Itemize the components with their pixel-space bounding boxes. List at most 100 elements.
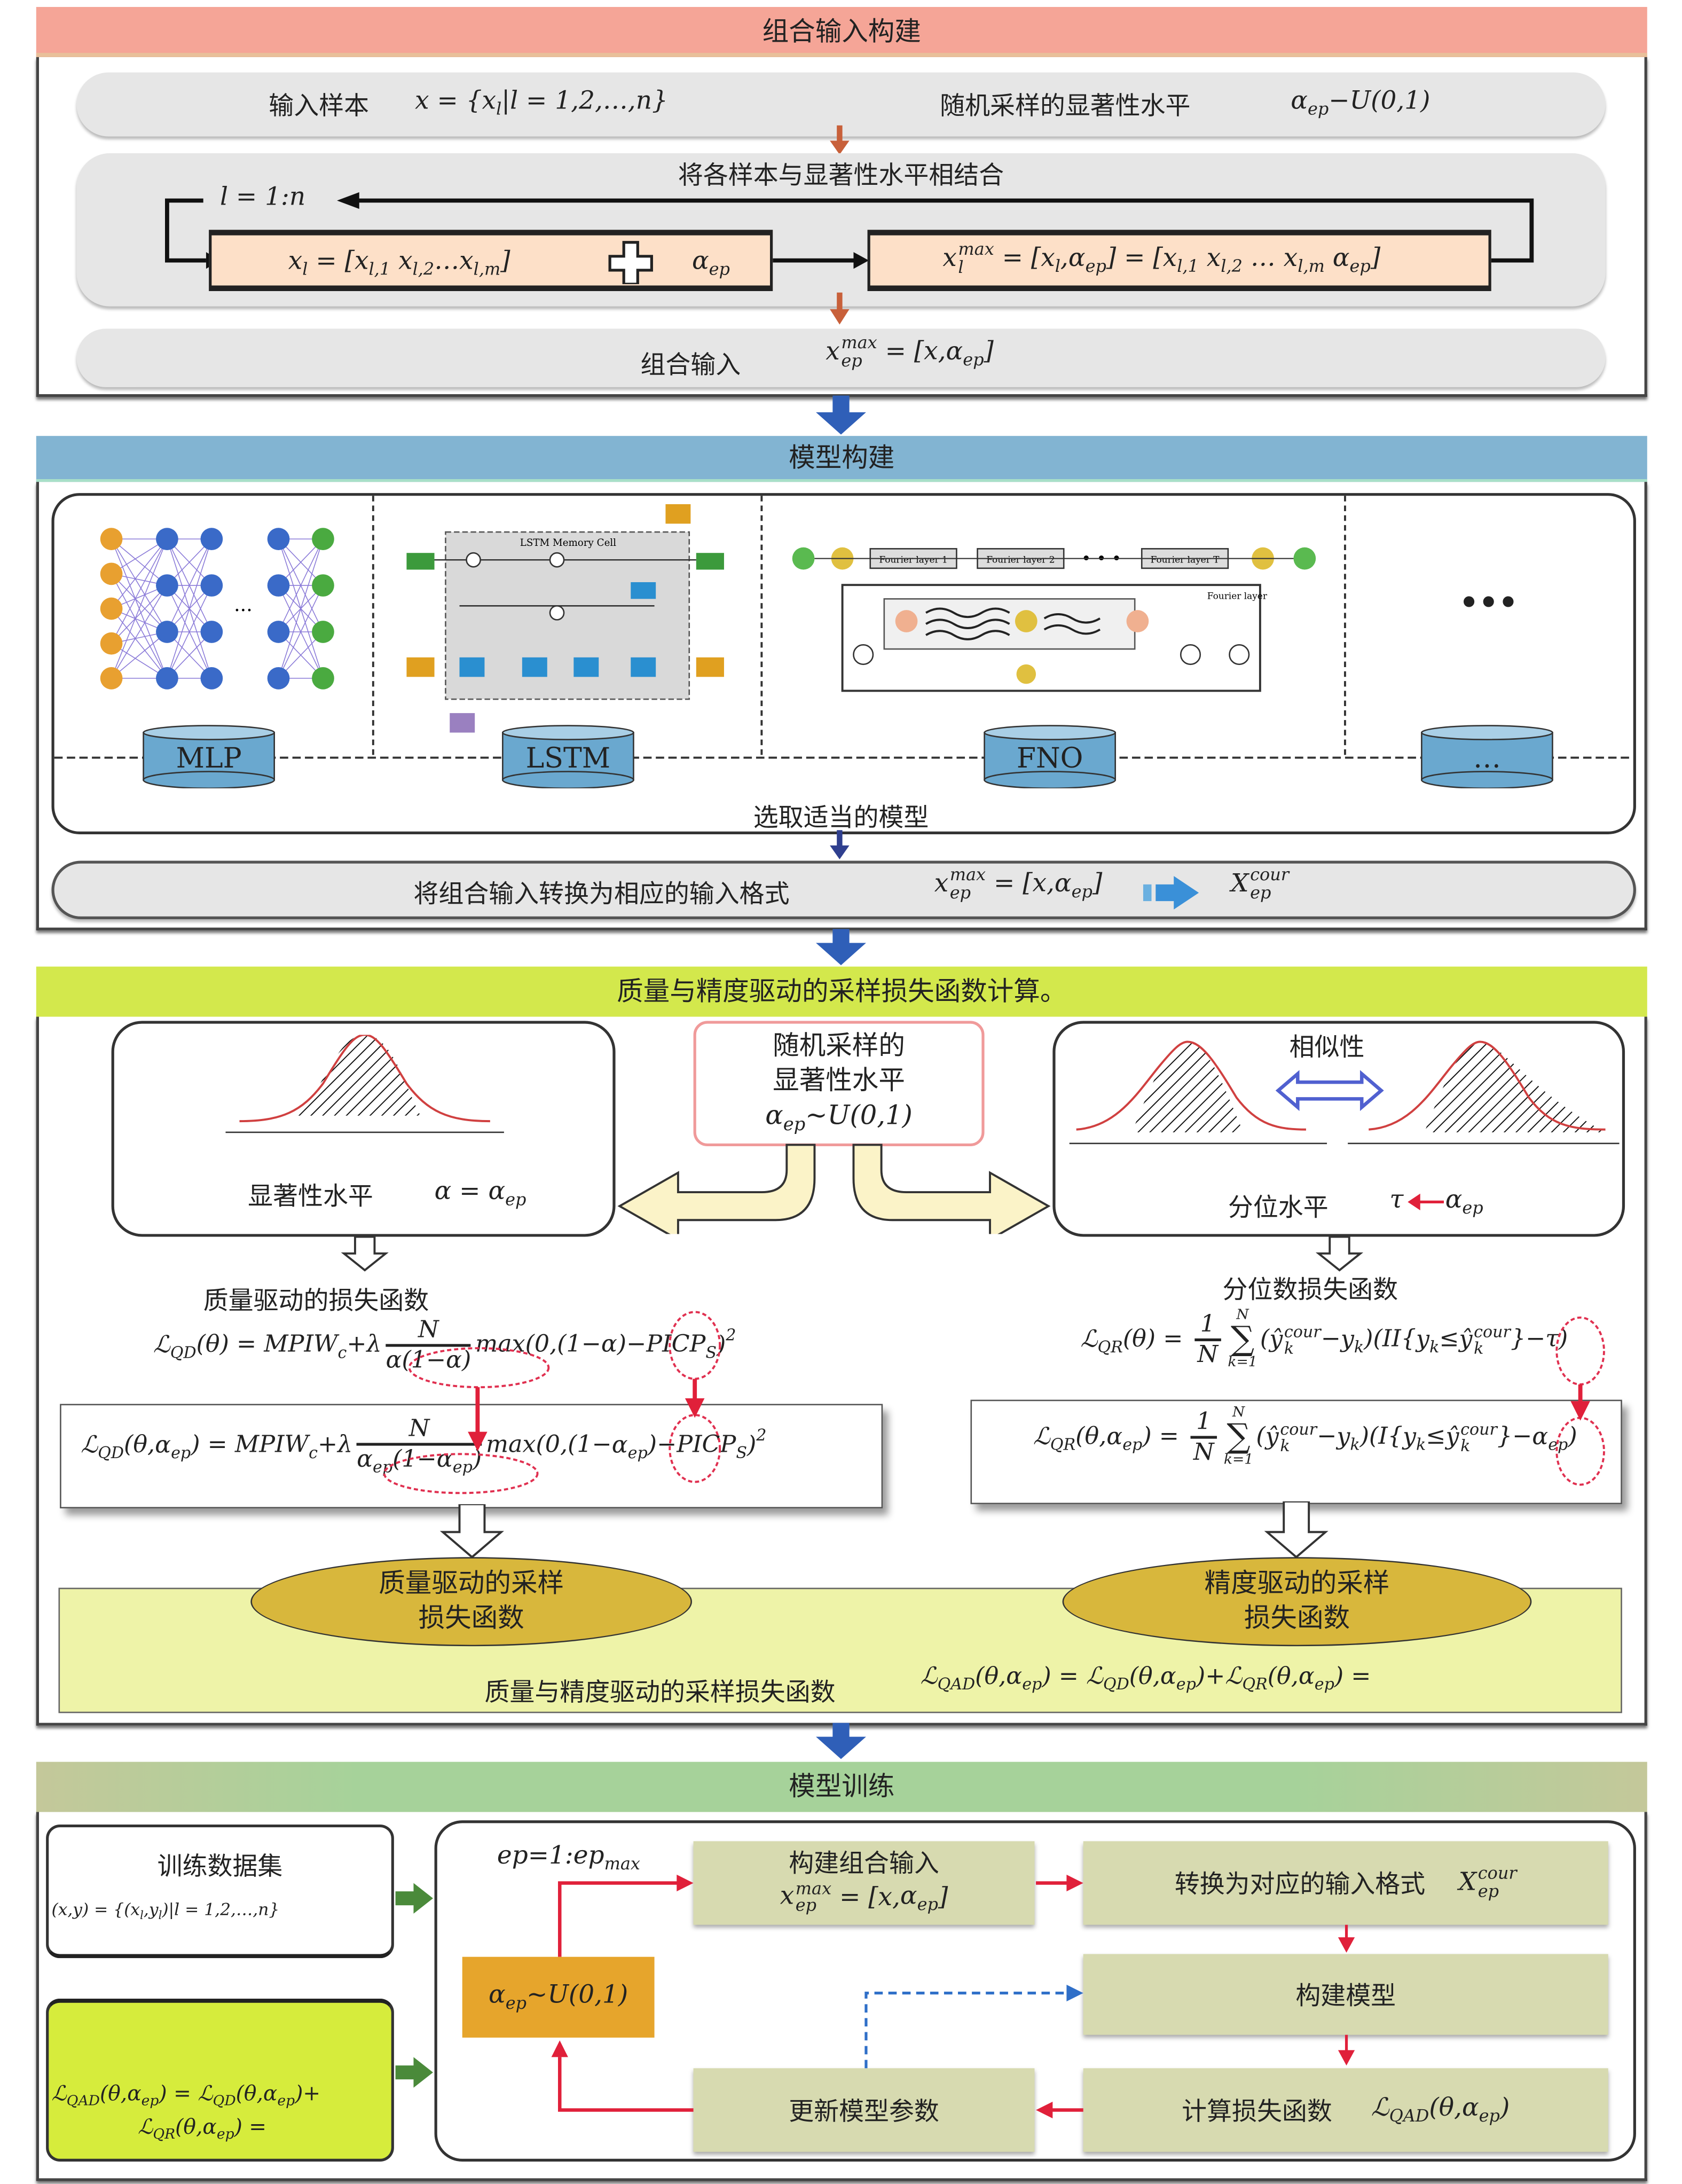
math-token: ep bbox=[141, 2094, 159, 2110]
math-token: αep bbox=[1332, 243, 1371, 276]
math-token: ] = [ bbox=[1106, 243, 1163, 273]
hollow-down-arrow-icon bbox=[440, 1504, 504, 1559]
combined-loss-label: 质量与精度驱动的采样损失函数 bbox=[484, 1678, 836, 1708]
math-token: α bbox=[1445, 1185, 1463, 1215]
math-token: x bbox=[398, 246, 413, 276]
math-token: max bbox=[949, 865, 986, 884]
model-option-more[interactable]: … bbox=[1420, 724, 1554, 788]
math-token: αep bbox=[1160, 1663, 1196, 1693]
math-token: ep bbox=[1122, 1434, 1143, 1454]
mlp-node bbox=[100, 528, 123, 551]
math-token: N bbox=[1191, 1439, 1217, 1467]
math-token: ℒ bbox=[51, 2080, 67, 2106]
math-token: ℒQD bbox=[198, 2081, 235, 2110]
loop-formula: l = 1:n bbox=[220, 183, 305, 212]
math-token: ) = bbox=[1042, 1663, 1086, 1691]
math-token: = [ bbox=[994, 243, 1041, 273]
math-token: QD bbox=[170, 1342, 197, 1362]
math-token: ŷ bbox=[1459, 1325, 1473, 1353]
mlp-node bbox=[312, 574, 334, 597]
math-token: αep bbox=[263, 2081, 295, 2110]
math-token: α bbox=[1532, 1422, 1549, 1451]
mlp-node bbox=[200, 574, 223, 597]
math-token: ep bbox=[1314, 1674, 1334, 1694]
math-token: αep bbox=[127, 2080, 159, 2110]
math-token: xl,1 bbox=[1163, 244, 1199, 276]
math-token: ] bbox=[938, 1882, 948, 1912]
math-token: k bbox=[1354, 1336, 1364, 1356]
model-option-mlp[interactable]: MLP bbox=[142, 724, 276, 788]
math-token: xl,2 bbox=[1207, 244, 1243, 276]
math-token: ℒQAD bbox=[51, 2080, 99, 2110]
math-token: (θ, bbox=[99, 2080, 128, 2106]
math-token: α bbox=[900, 1882, 917, 1912]
math-token: x bbox=[780, 1882, 795, 1912]
math-token: )(II{ bbox=[1364, 1325, 1417, 1353]
math-token: xl,m bbox=[459, 247, 500, 279]
math-token: ] bbox=[1092, 868, 1103, 898]
math-token: ( bbox=[1256, 1422, 1266, 1451]
math-token: ~U(0,1) bbox=[526, 1981, 628, 2010]
math-token: α bbox=[127, 2080, 142, 2106]
math-token: l bbox=[140, 1908, 144, 1922]
math-token: τ bbox=[1389, 1185, 1404, 1215]
math-token: α(1−α) bbox=[386, 1347, 471, 1375]
math-token: αep bbox=[946, 337, 984, 370]
mlp-node bbox=[267, 621, 290, 643]
math-token: +λ bbox=[347, 1330, 382, 1359]
mlp-node bbox=[100, 632, 123, 655]
math-token: cour bbox=[1280, 1419, 1317, 1439]
sample-alpha-formula: αep~U(0,1) bbox=[489, 1981, 628, 2014]
random-sampling-line: 显著性水平 bbox=[773, 1065, 905, 1096]
math-token: cour bbox=[1474, 1321, 1511, 1341]
quantile-distribution-figure bbox=[1069, 1040, 1620, 1145]
mlp-node bbox=[267, 574, 290, 597]
math-token: ℒ bbox=[1371, 2094, 1389, 2123]
math-token: ℒQD bbox=[153, 1331, 197, 1362]
math-token: l bbox=[958, 257, 964, 277]
mlp-node bbox=[200, 621, 223, 643]
step-label: 构建模型 bbox=[1295, 1982, 1396, 2011]
mlp-edge bbox=[278, 585, 324, 679]
math-token: … bbox=[1242, 243, 1284, 273]
mlp-edge bbox=[111, 573, 168, 632]
math-token: αep bbox=[202, 2114, 234, 2143]
model-option-lstm[interactable]: LSTM bbox=[501, 724, 635, 788]
math-token: xl,m bbox=[1284, 244, 1325, 276]
input-pill: 输入样本 x = {xl|l = 1,2,…,n} 随机采样的显著性水平 αep… bbox=[76, 72, 1606, 137]
math-token: ep bbox=[1176, 1674, 1196, 1694]
math-token: α bbox=[765, 1099, 783, 1131]
math-token: x bbox=[826, 336, 840, 366]
math-token: (θ, bbox=[1267, 1663, 1299, 1691]
training-dataset-formula: (x,y) = {(xl,yl)|l = 1,2,…,n} bbox=[51, 1900, 279, 1922]
model-option-fno[interactable]: FNO bbox=[983, 724, 1117, 788]
math-token: l,2 bbox=[412, 259, 435, 279]
math-token: (θ, bbox=[975, 1663, 1007, 1691]
mlp-node bbox=[100, 667, 123, 690]
math-token: )2 bbox=[747, 1424, 767, 1459]
math-token: x bbox=[355, 246, 369, 276]
step-update-params: 更新模型参数 bbox=[693, 2068, 1035, 2152]
quantile-level-label: 分位水平 bbox=[1228, 1193, 1329, 1223]
math-token: α bbox=[1332, 243, 1350, 273]
math-token: N∑k=1 bbox=[1228, 1308, 1257, 1371]
model-label: FNO bbox=[1016, 741, 1083, 774]
loss-definition-line1: ℒQAD(θ,αep) = ℒQD(θ,αep)+ bbox=[51, 2081, 320, 2110]
math-token: ℒQR bbox=[1225, 1663, 1267, 1693]
qr-loss-title: 分位数损失函数 bbox=[1222, 1275, 1398, 1305]
math-token: xl,2 bbox=[398, 246, 435, 279]
math-token: N bbox=[408, 1415, 430, 1443]
convert-input-label: 将组合输入转换为相应的输入格式 bbox=[413, 880, 790, 910]
branch-arrows bbox=[617, 1144, 1051, 1234]
math-token: )−PICP bbox=[647, 1431, 736, 1459]
random-sampling-box: 随机采样的 显著性水平 αep~U(0,1) bbox=[693, 1021, 985, 1147]
